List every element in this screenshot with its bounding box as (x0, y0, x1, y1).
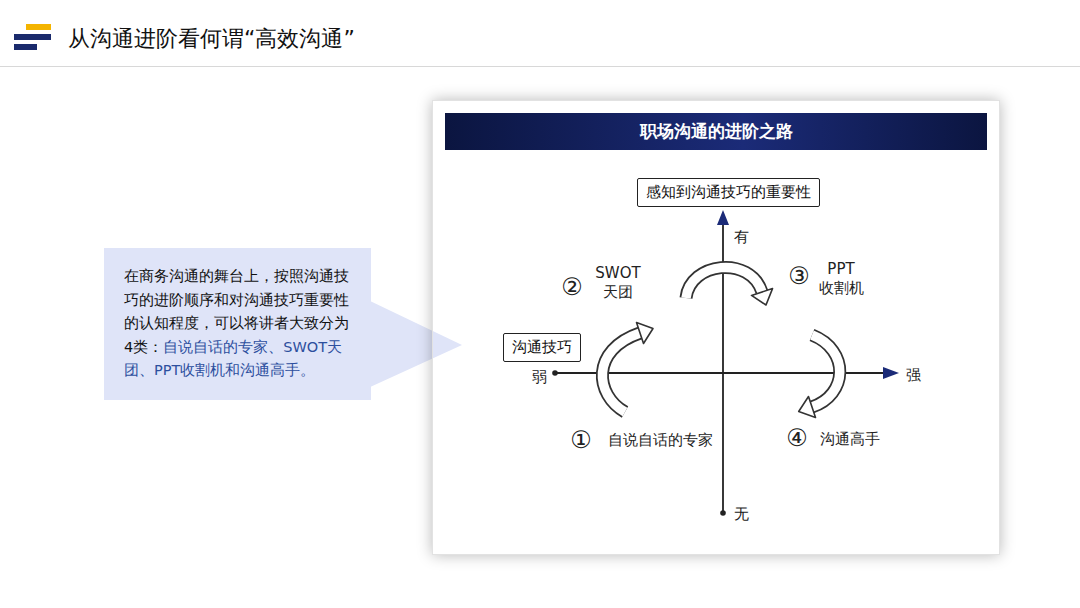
curved-arrow-fill (812, 335, 840, 407)
slide-title: 从沟通进阶看何谓“高效沟通” (68, 24, 355, 54)
curved-arrow-fill (686, 267, 762, 298)
icon-bar (26, 24, 51, 30)
axis-end-label: 无 (734, 505, 749, 524)
axis-title-box: 沟通技巧 (503, 333, 581, 362)
callout-number: ② (561, 272, 583, 302)
box-text: 感知到沟通技巧的重要性 (646, 183, 811, 202)
axis-arrowhead (883, 367, 899, 379)
callout-number: ④ (786, 423, 808, 453)
axis-dot (720, 510, 726, 516)
curved-arrowhead (637, 323, 654, 344)
axes (552, 210, 899, 516)
diagram-panel: 感知到沟通技巧的重要性沟通技巧 职场沟通的进阶之路 (432, 100, 1000, 555)
curved-arrowhead (799, 397, 816, 418)
axis-end-label: 有 (734, 228, 749, 247)
box-text: 沟通技巧 (512, 338, 572, 357)
curved-arrow-outline (686, 267, 762, 298)
axis-end-label: 弱 (532, 368, 547, 387)
axis-title-box: 感知到沟通技巧的重要性 (637, 178, 820, 207)
axis-dot (552, 370, 558, 376)
quadrant-label: SWOT 天团 (591, 264, 645, 302)
icon-bar (14, 34, 51, 40)
callout-tail (368, 300, 462, 388)
callout-box: 在商务沟通的舞台上，按照沟通技巧的进阶顺序和对沟通技巧重要性的认知程度，可以将讲… (104, 248, 371, 400)
axis-end-label: 强 (906, 366, 921, 385)
curved-arrow-outline (602, 333, 640, 412)
curved-arrowhead (752, 289, 773, 305)
curved-arrow-fill (602, 333, 640, 412)
header-icon (14, 24, 51, 50)
axis-arrowhead (717, 210, 729, 225)
quadrant-label: PPT 收割机 (814, 260, 868, 298)
panel-header: 职场沟通的进阶之路 (445, 113, 987, 150)
header-rule (0, 66, 1080, 67)
curved-arrow-outline (812, 335, 840, 407)
callout-number: ① (570, 425, 592, 455)
icon-bar (14, 44, 37, 50)
quadrant-label: 沟通高手 (820, 430, 880, 449)
callout-number: ③ (788, 261, 810, 291)
quadrant-label: 自说自话的专家 (608, 431, 713, 450)
